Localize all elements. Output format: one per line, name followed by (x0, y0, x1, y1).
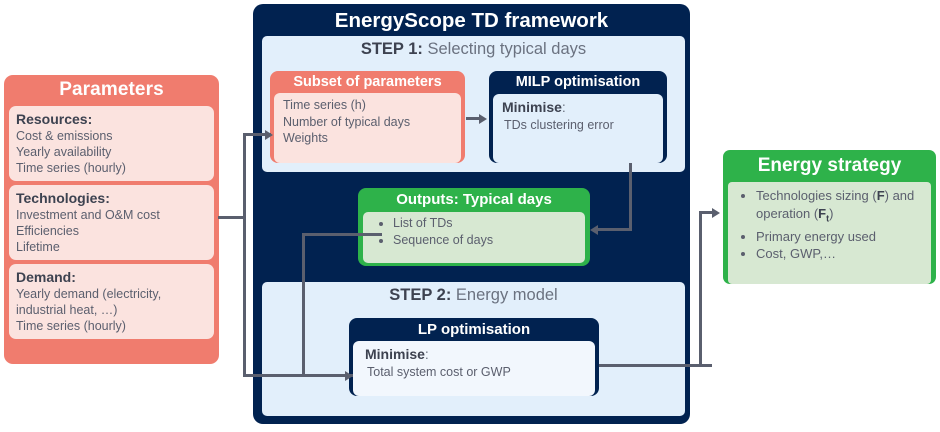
step1-heading: STEP 1: Selecting typical days (262, 36, 685, 62)
parameters-group-technologies: Technologies: Investment and O&M cost Ef… (9, 185, 214, 260)
subset-body: Time series (h) Number of typical days W… (274, 93, 461, 163)
outputs-list: List of TDs Sequence of days (363, 215, 585, 249)
connector-milp-down (629, 163, 632, 231)
energy-strategy-box: Energy strategy Technologies sizing (F) … (723, 150, 936, 284)
list-item: Cost, GWP,… (756, 245, 925, 263)
lp-optimisation-box: LP optimisation Minimise: Total system c… (349, 318, 599, 396)
connector-milp-to-outputs (598, 228, 632, 231)
step1-text: Selecting typical days (422, 40, 587, 58)
milp-minimise-label: Minimise: (502, 98, 654, 117)
parameters-box: Parameters Resources: Cost & emissions Y… (4, 75, 219, 364)
parameters-group-demand: Demand: Yearly demand (electricity, indu… (9, 264, 214, 339)
connector-parameters-trunk (218, 216, 246, 219)
subset-of-parameters-box: Subset of parameters Time series (h) Num… (270, 71, 465, 163)
step2-label: STEP 2: (389, 286, 452, 304)
group-heading: Technologies: (16, 190, 110, 206)
milp-objective: TDs clustering error (504, 118, 614, 132)
parameters-title: Parameters (59, 79, 164, 100)
outputs-typical-days-box: Outputs: Typical days List of TDs Sequen… (358, 188, 590, 266)
outputs-title: Outputs: Typical days (396, 191, 552, 208)
energy-strategy-list: Technologies sizing (F) and operation (F… (728, 187, 931, 263)
subset-line: Weights (283, 131, 328, 145)
group-heading: Resources: (16, 111, 93, 127)
connector-lp-up (699, 211, 702, 367)
milp-optimisation-box: MILP optimisation Minimise: TDs clusteri… (489, 71, 667, 163)
milp-body: Minimise: TDs clustering error (493, 94, 663, 163)
group-line: Yearly demand (electricity, industrial h… (16, 287, 162, 317)
minimise-colon: : (561, 99, 566, 115)
group-line: Cost & emissions (16, 129, 113, 143)
lp-objective: Total system cost or GWP (367, 365, 511, 379)
list-item: Sequence of days (393, 232, 585, 249)
connector-outputs-branch-horizontal (302, 233, 382, 236)
list-item: List of TDs (393, 215, 585, 232)
lp-minimise-label: Minimise: (365, 345, 583, 364)
group-line: Time series (hourly) (16, 161, 126, 175)
list-item: Technologies sizing (F) and operation (F… (756, 187, 925, 228)
arrowhead-to-subset (265, 129, 273, 140)
lp-title: LP optimisation (417, 321, 531, 338)
group-line: Investment and O&M cost (16, 208, 160, 222)
minimise-colon: : (424, 346, 429, 362)
arrowhead-to-energy-strategy (712, 207, 720, 218)
arrowhead-to-milp (479, 113, 487, 124)
group-line: Lifetime (16, 240, 60, 254)
group-line: Yearly availability (16, 145, 112, 159)
connector-trunk-to-subset (243, 133, 271, 136)
framework-title: EnergyScope TD framework (334, 9, 609, 32)
subset-line: Number of typical days (283, 114, 411, 129)
minimise-word: Minimise (502, 99, 562, 115)
subset-line: Time series (h) (283, 98, 366, 112)
group-line: Efficiencies (16, 224, 79, 238)
step1-label: STEP 1: (360, 40, 423, 58)
milp-title: MILP optimisation (515, 74, 641, 90)
group-line: Time series (hourly) (16, 319, 126, 333)
connector-trunk-vertical (243, 133, 246, 377)
parameters-group-resources: Resources: Cost & emissions Yearly avail… (9, 106, 214, 181)
arrowhead-to-outputs (590, 224, 598, 235)
connector-subset-to-milp (466, 117, 482, 120)
minimise-word: Minimise (365, 346, 425, 362)
list-item: Primary energy used (756, 228, 925, 246)
energy-strategy-body: Technologies sizing (F) and operation (F… (728, 182, 931, 284)
subset-title: Subset of parameters (293, 74, 442, 90)
arrowhead-to-lp (345, 370, 353, 381)
energy-strategy-title: Energy strategy (757, 155, 902, 176)
connector-to-energy (699, 211, 717, 214)
connector-outputs-branch-vertical (302, 233, 305, 376)
outputs-body: List of TDs Sequence of days (363, 212, 585, 263)
connector-trunk-to-lp (243, 374, 353, 377)
step2-text: Energy model (451, 286, 558, 304)
group-heading: Demand: (16, 269, 76, 285)
connector-lp-to-right (599, 364, 712, 367)
lp-body: Minimise: Total system cost or GWP (353, 341, 595, 396)
step2-heading: STEP 2: Energy model (262, 282, 685, 308)
